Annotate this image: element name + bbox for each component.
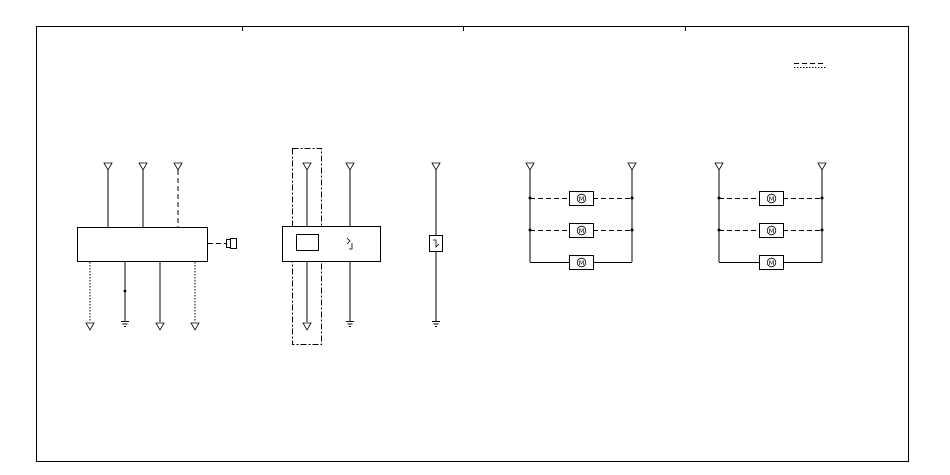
relay-coil	[296, 234, 319, 251]
connector-plug	[208, 238, 237, 249]
drawing-frame	[36, 26, 909, 462]
circuit-motor-group-1: M M M	[525, 162, 637, 270]
motor-icon	[759, 255, 784, 270]
supply-terminal	[173, 162, 183, 227]
control-unit-box	[77, 227, 208, 262]
circuit-relay-block	[282, 148, 381, 345]
motor-icon	[759, 223, 784, 238]
motor-icon	[569, 255, 594, 270]
motor-icon	[569, 223, 594, 238]
supply-terminal	[627, 162, 637, 262]
motor-branch: M	[530, 255, 632, 270]
motor-icon	[759, 191, 784, 206]
supply-terminal	[431, 162, 441, 235]
supply-terminal	[714, 162, 724, 262]
motor-label: M	[579, 259, 585, 267]
supply-terminal	[103, 162, 113, 227]
motor-label: M	[769, 259, 775, 267]
motor-label: M	[579, 195, 585, 203]
contact-icon	[346, 237, 353, 250]
supply-terminal	[302, 162, 312, 226]
circuit-multi-tap-unit	[77, 162, 237, 331]
circuit-switch-line	[429, 162, 443, 327]
supply-terminal	[817, 162, 827, 262]
supply-terminal	[345, 162, 355, 226]
output-terminal	[85, 262, 95, 331]
line-style-legend	[794, 63, 826, 68]
motor-label: M	[579, 227, 585, 235]
output-terminal	[190, 262, 200, 331]
motor-branch: M	[719, 223, 822, 238]
motor-icon	[569, 191, 594, 206]
ground-terminal	[121, 262, 129, 327]
ground-terminal	[432, 252, 440, 327]
motor-label: M	[769, 227, 775, 235]
motor-branch: M	[719, 191, 822, 206]
output-terminal	[302, 262, 312, 331]
motor-branch: M	[530, 191, 632, 206]
switch-icon	[433, 239, 440, 248]
ground-terminal	[346, 262, 354, 327]
supply-terminal	[525, 162, 535, 262]
supply-terminal	[138, 162, 148, 227]
frame-border	[36, 26, 909, 462]
motor-branch: M	[719, 255, 822, 270]
motor-branch: M	[530, 223, 632, 238]
circuit-motor-group-2: M M M	[714, 162, 827, 270]
output-terminal	[155, 262, 165, 331]
motor-label: M	[769, 195, 775, 203]
